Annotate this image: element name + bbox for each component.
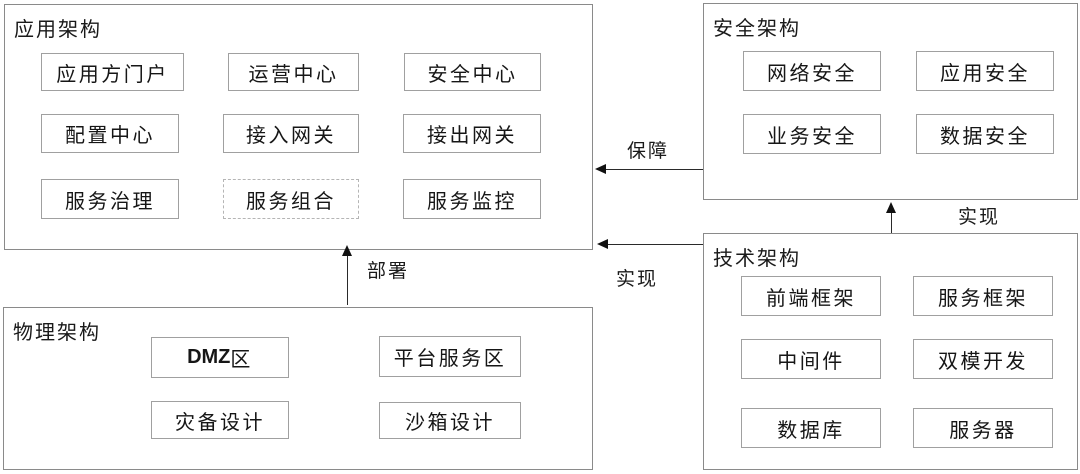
- node-sandbox-design: 沙箱设计: [379, 402, 521, 439]
- node-dmz-zone-latin: DMZ: [187, 346, 231, 368]
- node-middleware: 中间件: [741, 339, 881, 379]
- panel-security-architecture: 安全架构 网络安全 应用安全 业务安全 数据安全: [703, 3, 1078, 200]
- node-service-governance: 服务治理: [41, 179, 179, 219]
- arrow-realize-app-line: [607, 244, 703, 245]
- node-database: 数据库: [741, 408, 881, 448]
- node-service-framework: 服务框架: [913, 276, 1053, 316]
- node-platform-service-zone: 平台服务区: [379, 336, 521, 377]
- edge-label-realize-app: 实现: [616, 269, 659, 290]
- node-business-security: 业务安全: [743, 114, 881, 154]
- edge-label-realize-security: 实现: [958, 207, 1001, 228]
- arrowhead-left-icon: [595, 164, 606, 174]
- panel-technology-architecture: 技术架构 前端框架 服务框架 中间件 双模开发 数据库 服务器: [703, 233, 1078, 470]
- edge-label-guarantee: 保障: [627, 141, 670, 162]
- node-service-monitoring: 服务监控: [403, 179, 541, 219]
- panel-application-title: 应用架构: [14, 19, 102, 41]
- node-data-security: 数据安全: [916, 114, 1054, 154]
- node-operation-center: 运营中心: [228, 53, 359, 91]
- node-app-portal: 应用方门户: [41, 53, 184, 91]
- node-service-composition: 服务组合: [223, 179, 359, 219]
- node-inbound-gateway: 接入网关: [223, 114, 359, 153]
- node-network-security: 网络安全: [743, 51, 881, 91]
- arrowhead-up-icon: [886, 202, 896, 213]
- node-disaster-recovery-design: 灾备设计: [151, 401, 289, 439]
- arrow-deploy-line: [347, 255, 348, 305]
- node-dual-mode-dev: 双模开发: [913, 339, 1053, 379]
- panel-technology-title: 技术架构: [713, 248, 801, 270]
- node-frontend-framework: 前端框架: [741, 276, 881, 316]
- node-server: 服务器: [913, 408, 1053, 448]
- arrow-guarantee-line: [605, 169, 703, 170]
- arrow-realize-security-line: [891, 212, 892, 233]
- panel-application-architecture: 应用架构 应用方门户 运营中心 安全中心 配置中心 接入网关 接出网关 服务治理…: [4, 4, 593, 250]
- node-dmz-zone-cjk: 区: [230, 349, 253, 371]
- node-config-center: 配置中心: [41, 114, 179, 153]
- node-application-security: 应用安全: [916, 51, 1054, 91]
- arrowhead-up-icon: [342, 245, 352, 256]
- panel-security-title: 安全架构: [713, 18, 801, 40]
- node-security-center: 安全中心: [404, 53, 541, 91]
- arrowhead-left-icon: [597, 239, 608, 249]
- edge-label-deploy: 部署: [367, 261, 410, 282]
- node-outbound-gateway: 接出网关: [403, 114, 541, 153]
- panel-physical-title: 物理架构: [13, 322, 101, 344]
